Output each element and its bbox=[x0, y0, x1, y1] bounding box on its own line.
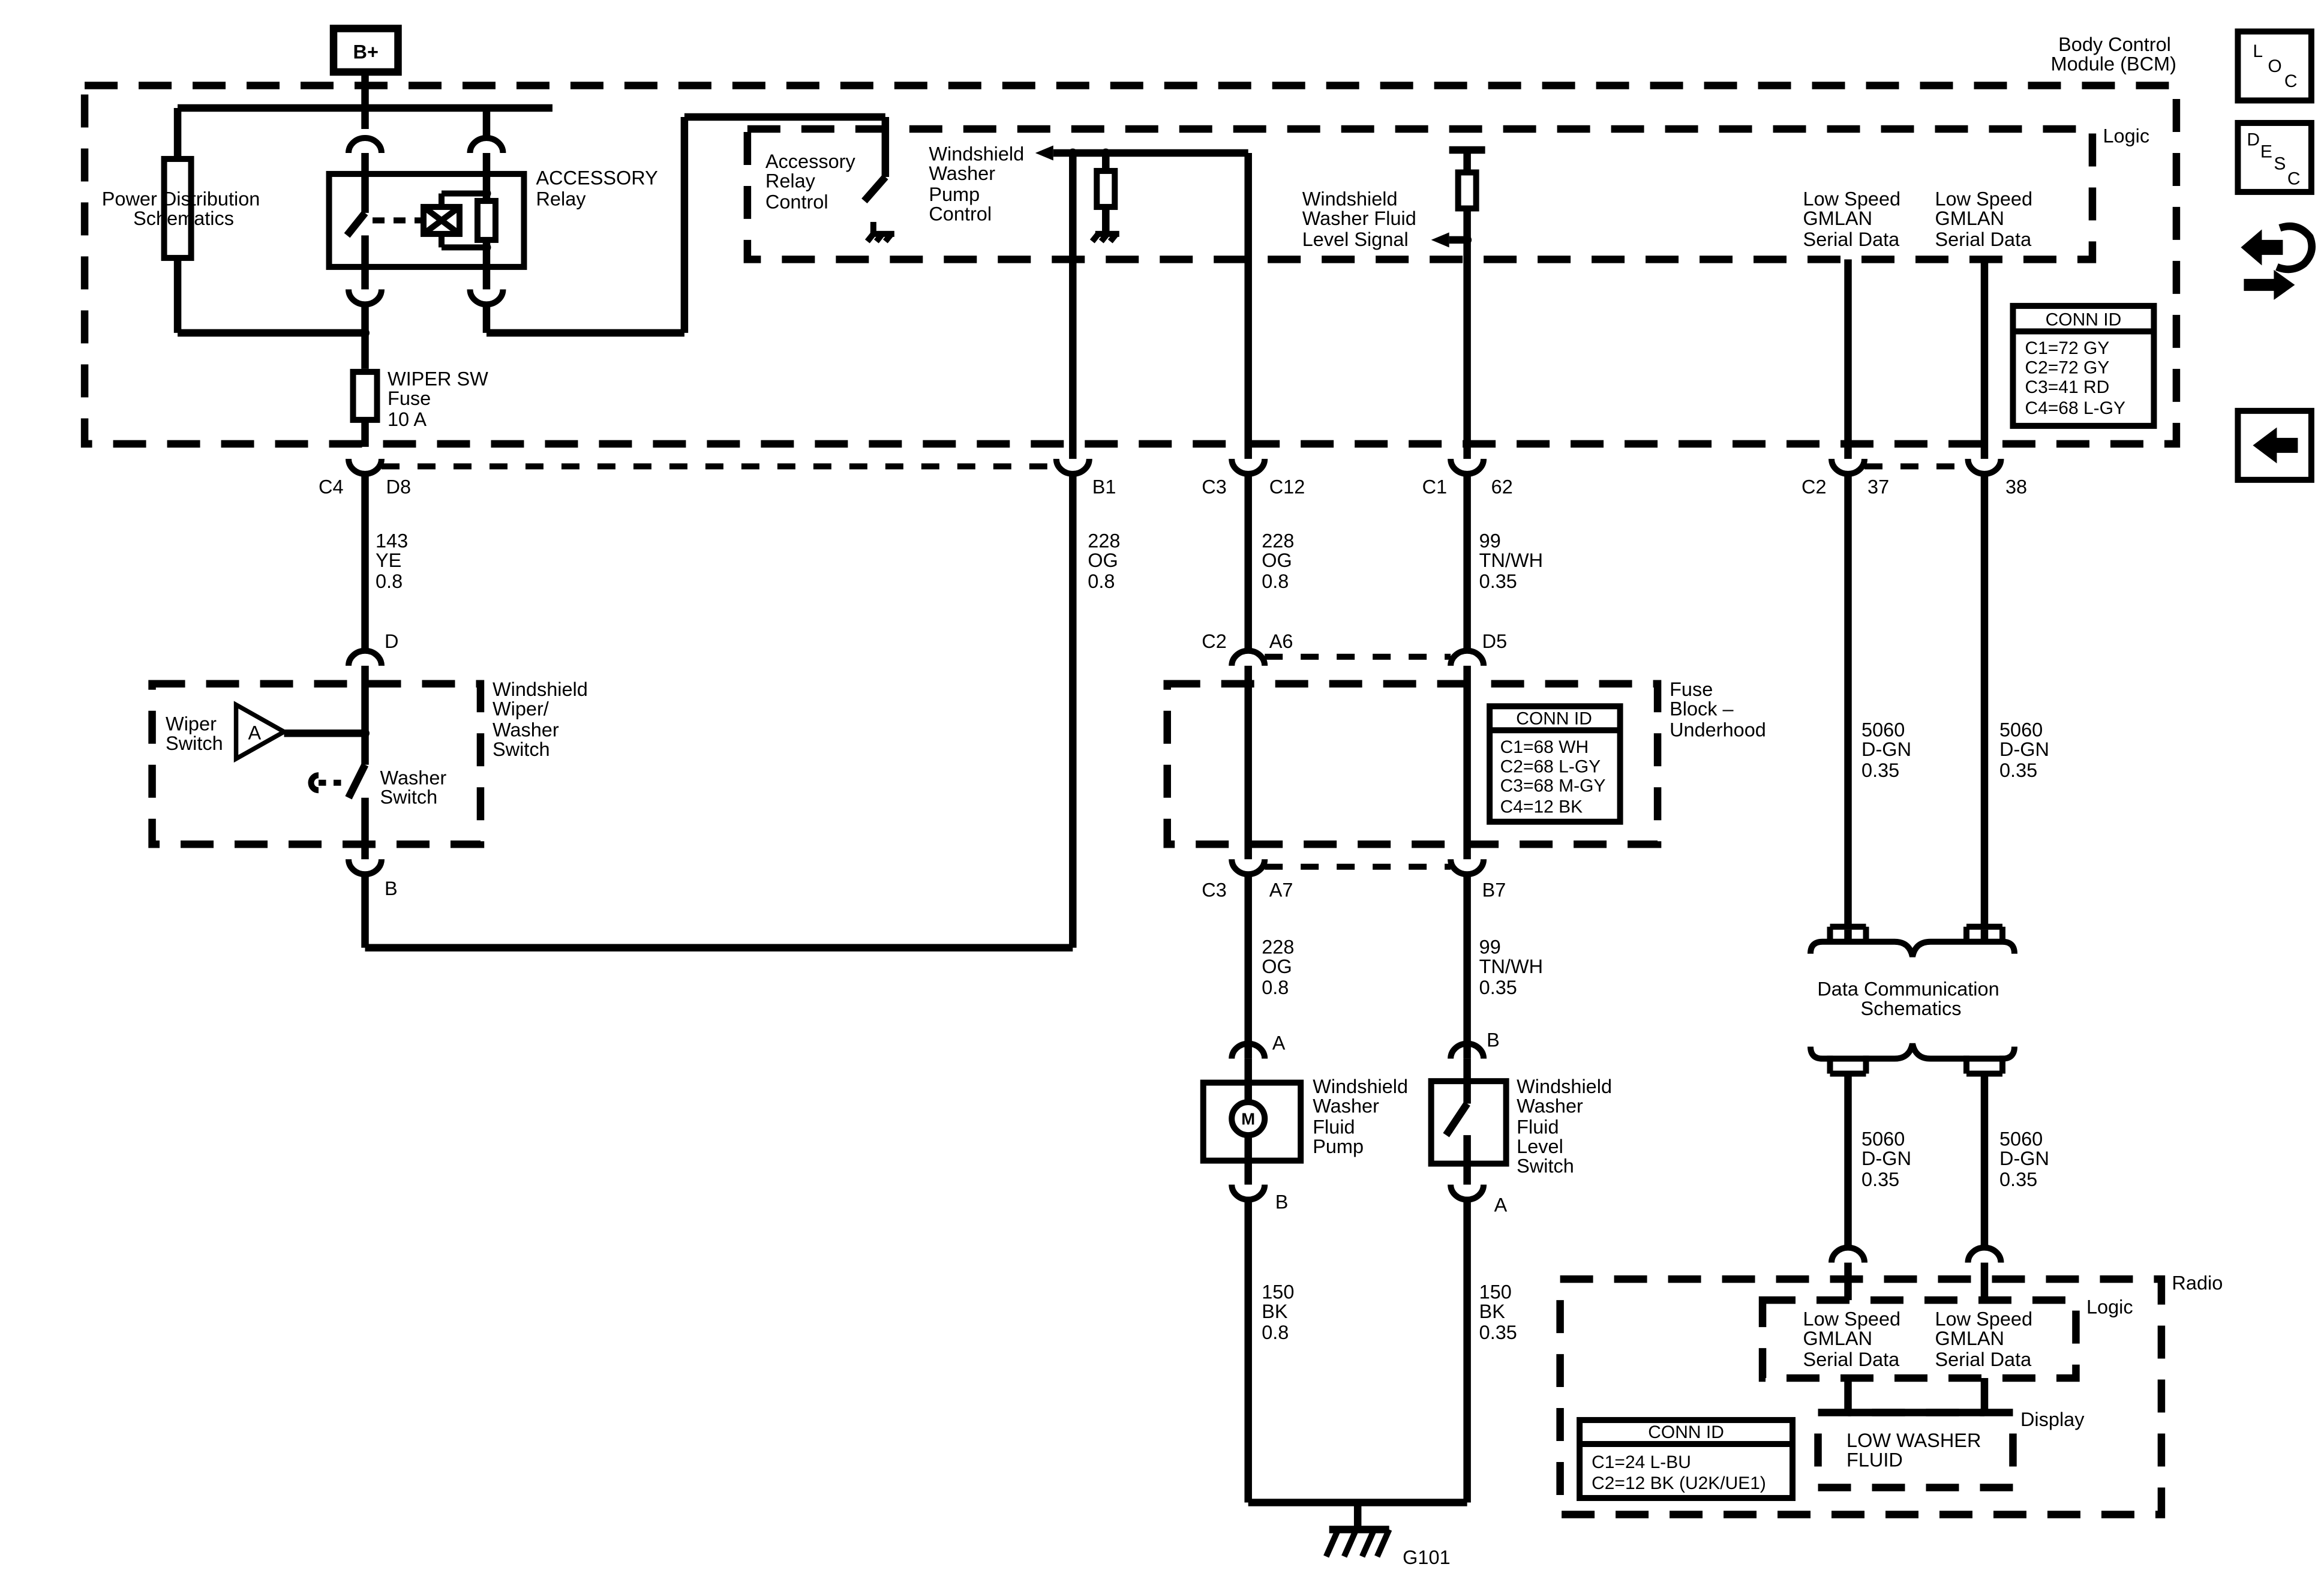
description-icon[interactable]: D E S C bbox=[2235, 119, 2314, 195]
svg-text:C1=72 GY C2=72 GY: C1=72 GY C2=72 GY C3=41 RD C4=68 L-GY bbox=[2025, 338, 2125, 418]
battery-positive-label: B+ bbox=[329, 25, 402, 76]
wire-228-a7-label: 228 OG 0.8 bbox=[1262, 936, 1299, 998]
svg-text:C1=24 L-BU C2=12 BK (U2K: C1=24 L-BU C2=12 BK (U2K/UE1) bbox=[1592, 1452, 1766, 1493]
wiper-sw-fuse-label: WIPER SW Fuse 10 A bbox=[388, 368, 494, 430]
washer-fluid-level-switch bbox=[1428, 1040, 1509, 1503]
fuse-block-underhood: CONN ID C1=68 WH C2=68 L-GY C3=68 M-GY C… bbox=[1163, 647, 1662, 878]
bcm-title: Body Control Module (BCM) bbox=[2051, 34, 2176, 74]
pump-pin-a: A bbox=[1272, 1032, 1286, 1054]
wiper-sw-fuse bbox=[350, 368, 380, 447]
bcm-gmlan-2-label: Low Speed GMLAN Serial Data bbox=[1935, 188, 2038, 250]
wire-228-b1-label: 228 OG 0.8 bbox=[1088, 530, 1125, 592]
power-distribution-label: Power Distribution Schematics bbox=[102, 188, 266, 229]
svg-text:CONN ID: CONN ID bbox=[2046, 310, 2122, 329]
radio-gmlan-1-label: Low Speed GMLAN Serial Data bbox=[1803, 1308, 1906, 1370]
fuse-block-title: Fuse Block – Underhood bbox=[1670, 679, 1766, 740]
wiper-washer-switch bbox=[148, 647, 1073, 951]
wiper-switch-pin-d: D bbox=[385, 631, 398, 652]
wire-143-label: 143 YE 0.8 bbox=[376, 530, 413, 592]
svg-text:CONN ID: CONN ID bbox=[1648, 1422, 1724, 1442]
washer-pump-title: Windshield Washer Fluid Pump bbox=[1313, 1076, 1413, 1157]
washer-fluid-pump bbox=[1200, 1040, 1304, 1503]
low-washer-fluid-message: LOW WASHER FLUID bbox=[1846, 1430, 1986, 1470]
wiper-switch-label: Wiper Switch bbox=[166, 713, 223, 754]
location-icon[interactable]: L O C bbox=[2235, 28, 2314, 104]
wire-99-b7-label: 99 TN/WH 0.35 bbox=[1479, 936, 1548, 998]
wire-228-c12-label: 228 OG 0.8 bbox=[1262, 530, 1299, 592]
wiper-switch-pin-b: B bbox=[385, 878, 398, 899]
accessory-relay bbox=[326, 107, 894, 369]
ground-label: G101 bbox=[1403, 1547, 1450, 1568]
svg-text:C: C bbox=[2284, 71, 2298, 91]
pump-control-label: Windshield Washer Pump Control bbox=[929, 143, 1029, 224]
radio-logic-label: Logic bbox=[2086, 1296, 2133, 1318]
svg-text:L: L bbox=[2253, 41, 2263, 61]
bcm-logic-label: Logic bbox=[2103, 125, 2149, 146]
bcm-boundary bbox=[80, 82, 2181, 448]
level-signal-label: Windshield Washer Fluid Level Signal bbox=[1302, 188, 1422, 250]
svg-text:CONN ID: CONN ID bbox=[1516, 709, 1592, 728]
radio-title: Radio bbox=[2172, 1272, 2223, 1294]
motor-symbol: M bbox=[1241, 1110, 1255, 1128]
wire-5060-2-label: 5060 D-GN 0.35 bbox=[1999, 719, 2055, 781]
wire-150-b-label: 150 BK 0.35 bbox=[1479, 1281, 1517, 1343]
radio-gmlan-2-label: Low Speed GMLAN Serial Data bbox=[1935, 1308, 2038, 1370]
wire-5060-1-label: 5060 D-GN 0.35 bbox=[1861, 719, 1917, 781]
svg-text:C1=68 WH C2=68 L-GY: C1=68 WH C2=68 L-GY C3=68 M-GY C4=12 BK bbox=[1500, 737, 1611, 817]
level-switch-title: Windshield Washer Fluid Level Switch bbox=[1517, 1076, 1617, 1176]
wiper-switch-a-symbol: A bbox=[248, 722, 262, 743]
ground-g101 bbox=[1248, 1499, 1467, 1558]
bcm-gmlan-1-label: Low Speed GMLAN Serial Data bbox=[1803, 188, 1906, 250]
svg-text:C: C bbox=[2287, 169, 2301, 188]
pump-pin-b: B bbox=[1275, 1191, 1289, 1213]
bcm-connectors bbox=[346, 458, 2004, 477]
wire-150-a-label: 150 BK 0.8 bbox=[1262, 1281, 1299, 1343]
wire-99-top-label: 99 TN/WH 0.35 bbox=[1479, 530, 1548, 592]
svg-text:B+: B+ bbox=[353, 41, 379, 62]
svg-text:S: S bbox=[2274, 154, 2286, 173]
accessory-relay-control-label: Accessory Relay Control bbox=[765, 151, 861, 212]
svg-text:O: O bbox=[2268, 56, 2281, 76]
connector-hand-icon[interactable] bbox=[2241, 222, 2316, 300]
svg-text:D: D bbox=[2247, 130, 2260, 149]
fuse-block-pin-labels: C2 A6 D5 C3 A7 B7 bbox=[1202, 631, 1512, 901]
accessory-relay-label: ACCESSORY Relay bbox=[536, 167, 663, 209]
back-arrow-icon[interactable] bbox=[2235, 407, 2314, 483]
radio-module: CONN ID C1=24 L-BU C2=12 BK (U2K/UE1) bbox=[1556, 1244, 2166, 1518]
level-switch-pin-b: B bbox=[1487, 1029, 1500, 1051]
data-communication-connector bbox=[1807, 923, 2017, 1248]
bcm-conn-id-table: CONN ID C1=72 GY C2=72 GY C3=41 RD C4=68… bbox=[2010, 302, 2157, 429]
washer-switch-label: Washer Switch bbox=[380, 767, 452, 807]
wire-5060-4-label: 5060 D-GN 0.35 bbox=[1999, 1128, 2055, 1190]
bcm-pin-labels: C4 D8 B1 C3 C12 C1 62 C2 37 38 bbox=[319, 476, 2027, 497]
radio-display-label: Display bbox=[2020, 1409, 2085, 1430]
bcm-logic-boundary bbox=[743, 125, 2097, 263]
level-switch-pin-a: A bbox=[1494, 1194, 1508, 1216]
wiper-washer-switch-title: Windshield Wiper/ Washer Switch bbox=[493, 679, 593, 760]
wire-5060-3-label: 5060 D-GN 0.35 bbox=[1861, 1128, 1917, 1190]
data-communication-label: Data Communication Schematics bbox=[1817, 978, 2004, 1019]
svg-text:E: E bbox=[2260, 142, 2272, 161]
